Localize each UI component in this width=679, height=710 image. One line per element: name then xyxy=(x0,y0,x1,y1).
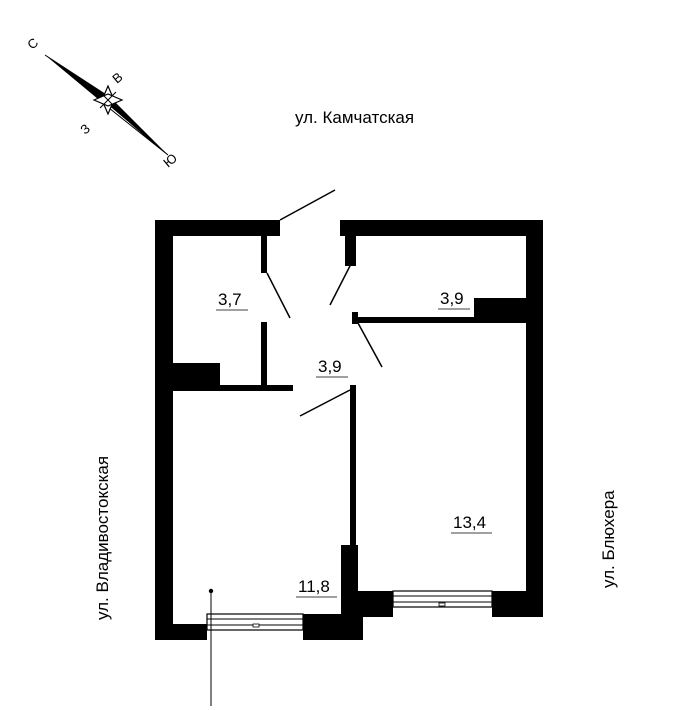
walls xyxy=(155,220,543,640)
compass-west-label: З xyxy=(77,121,93,138)
room-area-bathroom: 3,7 xyxy=(218,290,242,309)
street-left-label: ул. Владивостокская xyxy=(93,456,112,620)
compass-north-label: С xyxy=(24,35,41,53)
compass-rose: С В З Ю xyxy=(24,35,180,171)
compass-needle-north-light xyxy=(44,54,113,100)
window-bottom-left xyxy=(206,613,304,631)
room-area-small: 11,8 xyxy=(298,577,330,596)
pointer-marker xyxy=(208,588,214,706)
compass-east-label: В xyxy=(109,69,125,86)
street-right-label: ул. Блюхера xyxy=(599,490,618,588)
window-bottom-right xyxy=(392,590,493,608)
room-labels: 3,7 3,9 3,9 13,4 11,8 xyxy=(216,289,492,598)
compass-needle-south-light xyxy=(102,103,169,156)
room-area-hallway: 3,9 xyxy=(318,357,342,376)
street-top-label: ул. Камчатская xyxy=(295,108,414,127)
compass-south-label: Ю xyxy=(160,150,180,170)
compass-needle-south xyxy=(108,99,168,155)
room-area-kitchen-niche: 3,9 xyxy=(440,289,464,308)
door-swings xyxy=(266,189,383,417)
compass-needle-north xyxy=(45,55,108,104)
room-area-large: 13,4 xyxy=(453,513,486,532)
